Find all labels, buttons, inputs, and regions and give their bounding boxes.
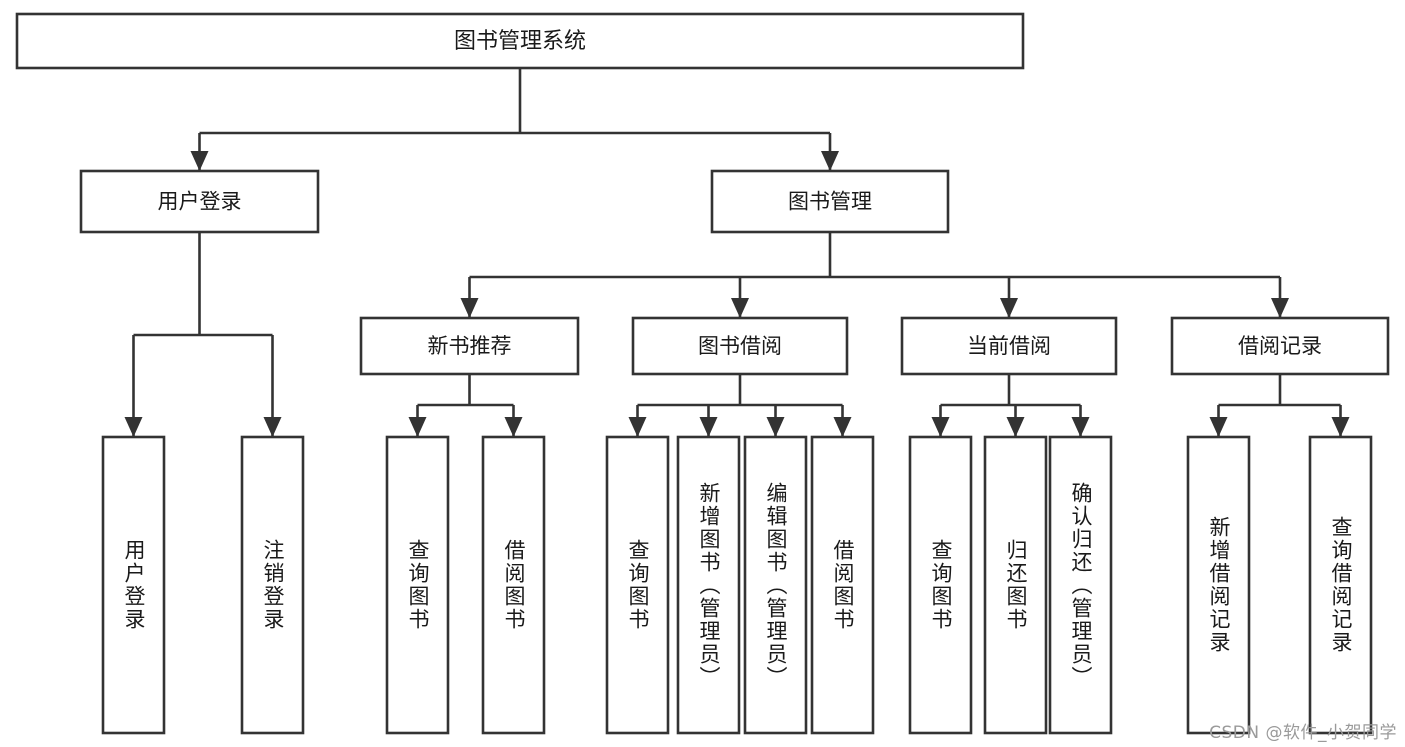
leaf-label-leaf-query-book-1: 查询图书 bbox=[406, 539, 430, 631]
leaf-label-leaf-query-book-3: 查询图书 bbox=[929, 539, 953, 631]
node-label-root: 图书管理系统 bbox=[454, 29, 586, 54]
edges-group bbox=[124, 68, 1350, 437]
arrow-head bbox=[504, 417, 523, 437]
arrow-head bbox=[124, 417, 143, 437]
arrow-head bbox=[833, 417, 852, 437]
leaf-label-leaf-borrow-book-1: 借阅图书 bbox=[502, 539, 526, 631]
boxes-group bbox=[15, 12, 1390, 735]
node-box-root[interactable] bbox=[15, 12, 1025, 70]
node-label-borrow-record: 借阅记录 bbox=[1238, 334, 1322, 358]
arrow-head bbox=[408, 417, 427, 437]
leaf-label-leaf-query-book-2: 查询图书 bbox=[626, 539, 650, 631]
arrow-head bbox=[821, 151, 839, 171]
arrow-head bbox=[1071, 417, 1090, 437]
leaf-label-leaf-user-login: 用户登录 bbox=[122, 539, 146, 631]
node-box-leaf-query-record[interactable] bbox=[1308, 435, 1373, 735]
arrow-head bbox=[699, 417, 718, 437]
node-label-new-book-rec: 新书推荐 bbox=[428, 334, 512, 358]
arrow-head bbox=[190, 151, 209, 171]
leaf-label-leaf-edit-book: 编辑图书（管理员） bbox=[764, 481, 788, 689]
leaf-label-leaf-return-book: 归还图书 bbox=[1004, 539, 1028, 631]
node-box-current-borrow[interactable] bbox=[900, 316, 1118, 376]
node-box-leaf-edit-book[interactable] bbox=[743, 435, 808, 735]
arrow-head bbox=[1006, 417, 1025, 437]
node-box-leaf-borrow-book-2[interactable] bbox=[810, 435, 875, 735]
node-box-leaf-confirm-return[interactable] bbox=[1048, 435, 1113, 735]
arrow-head bbox=[1000, 298, 1018, 318]
node-label-book-borrow: 图书借阅 bbox=[698, 334, 782, 358]
node-box-leaf-query-book-3[interactable] bbox=[908, 435, 973, 735]
node-label-current-borrow: 当前借阅 bbox=[967, 334, 1051, 358]
node-box-new-book-rec[interactable] bbox=[359, 316, 580, 376]
node-box-book-manage[interactable] bbox=[710, 169, 950, 234]
node-box-leaf-user-login[interactable] bbox=[101, 435, 166, 735]
arrow-head bbox=[263, 417, 282, 437]
node-box-leaf-query-book-1[interactable] bbox=[385, 435, 450, 735]
node-box-book-borrow[interactable] bbox=[631, 316, 849, 376]
node-box-leaf-user-logout[interactable] bbox=[240, 435, 305, 735]
node-box-user-login[interactable] bbox=[79, 169, 320, 234]
leaf-label-leaf-query-record: 查询借阅记录 bbox=[1329, 516, 1353, 654]
arrow-head bbox=[1271, 298, 1289, 318]
arrow-head bbox=[931, 417, 950, 437]
arrow-head bbox=[460, 298, 479, 318]
arrow-head bbox=[1209, 417, 1228, 437]
leaf-label-leaf-confirm-return: 确认归还（管理员） bbox=[1069, 481, 1093, 689]
node-box-leaf-add-book[interactable] bbox=[676, 435, 741, 735]
leaf-label-leaf-add-record: 新增借阅记录 bbox=[1207, 516, 1231, 654]
arrow-head bbox=[766, 417, 785, 437]
leaf-label-leaf-borrow-book-2: 借阅图书 bbox=[831, 539, 855, 631]
node-label-book-manage: 图书管理 bbox=[788, 190, 872, 214]
arrow-head bbox=[731, 298, 749, 318]
watermark-text: CSDN @软件_小贺同学 bbox=[1209, 723, 1397, 743]
arrow-head bbox=[1331, 417, 1350, 437]
leaf-label-leaf-add-book: 新增图书（管理员） bbox=[697, 481, 721, 689]
node-box-leaf-borrow-book-1[interactable] bbox=[481, 435, 546, 735]
node-label-user-login: 用户登录 bbox=[158, 190, 242, 214]
node-box-leaf-return-book[interactable] bbox=[983, 435, 1048, 735]
node-box-leaf-query-book-2[interactable] bbox=[605, 435, 670, 735]
leaf-label-leaf-user-logout: 注销登录 bbox=[261, 539, 285, 631]
node-box-leaf-add-record[interactable] bbox=[1186, 435, 1251, 735]
arrow-head bbox=[628, 417, 647, 437]
node-box-borrow-record[interactable] bbox=[1170, 316, 1390, 376]
